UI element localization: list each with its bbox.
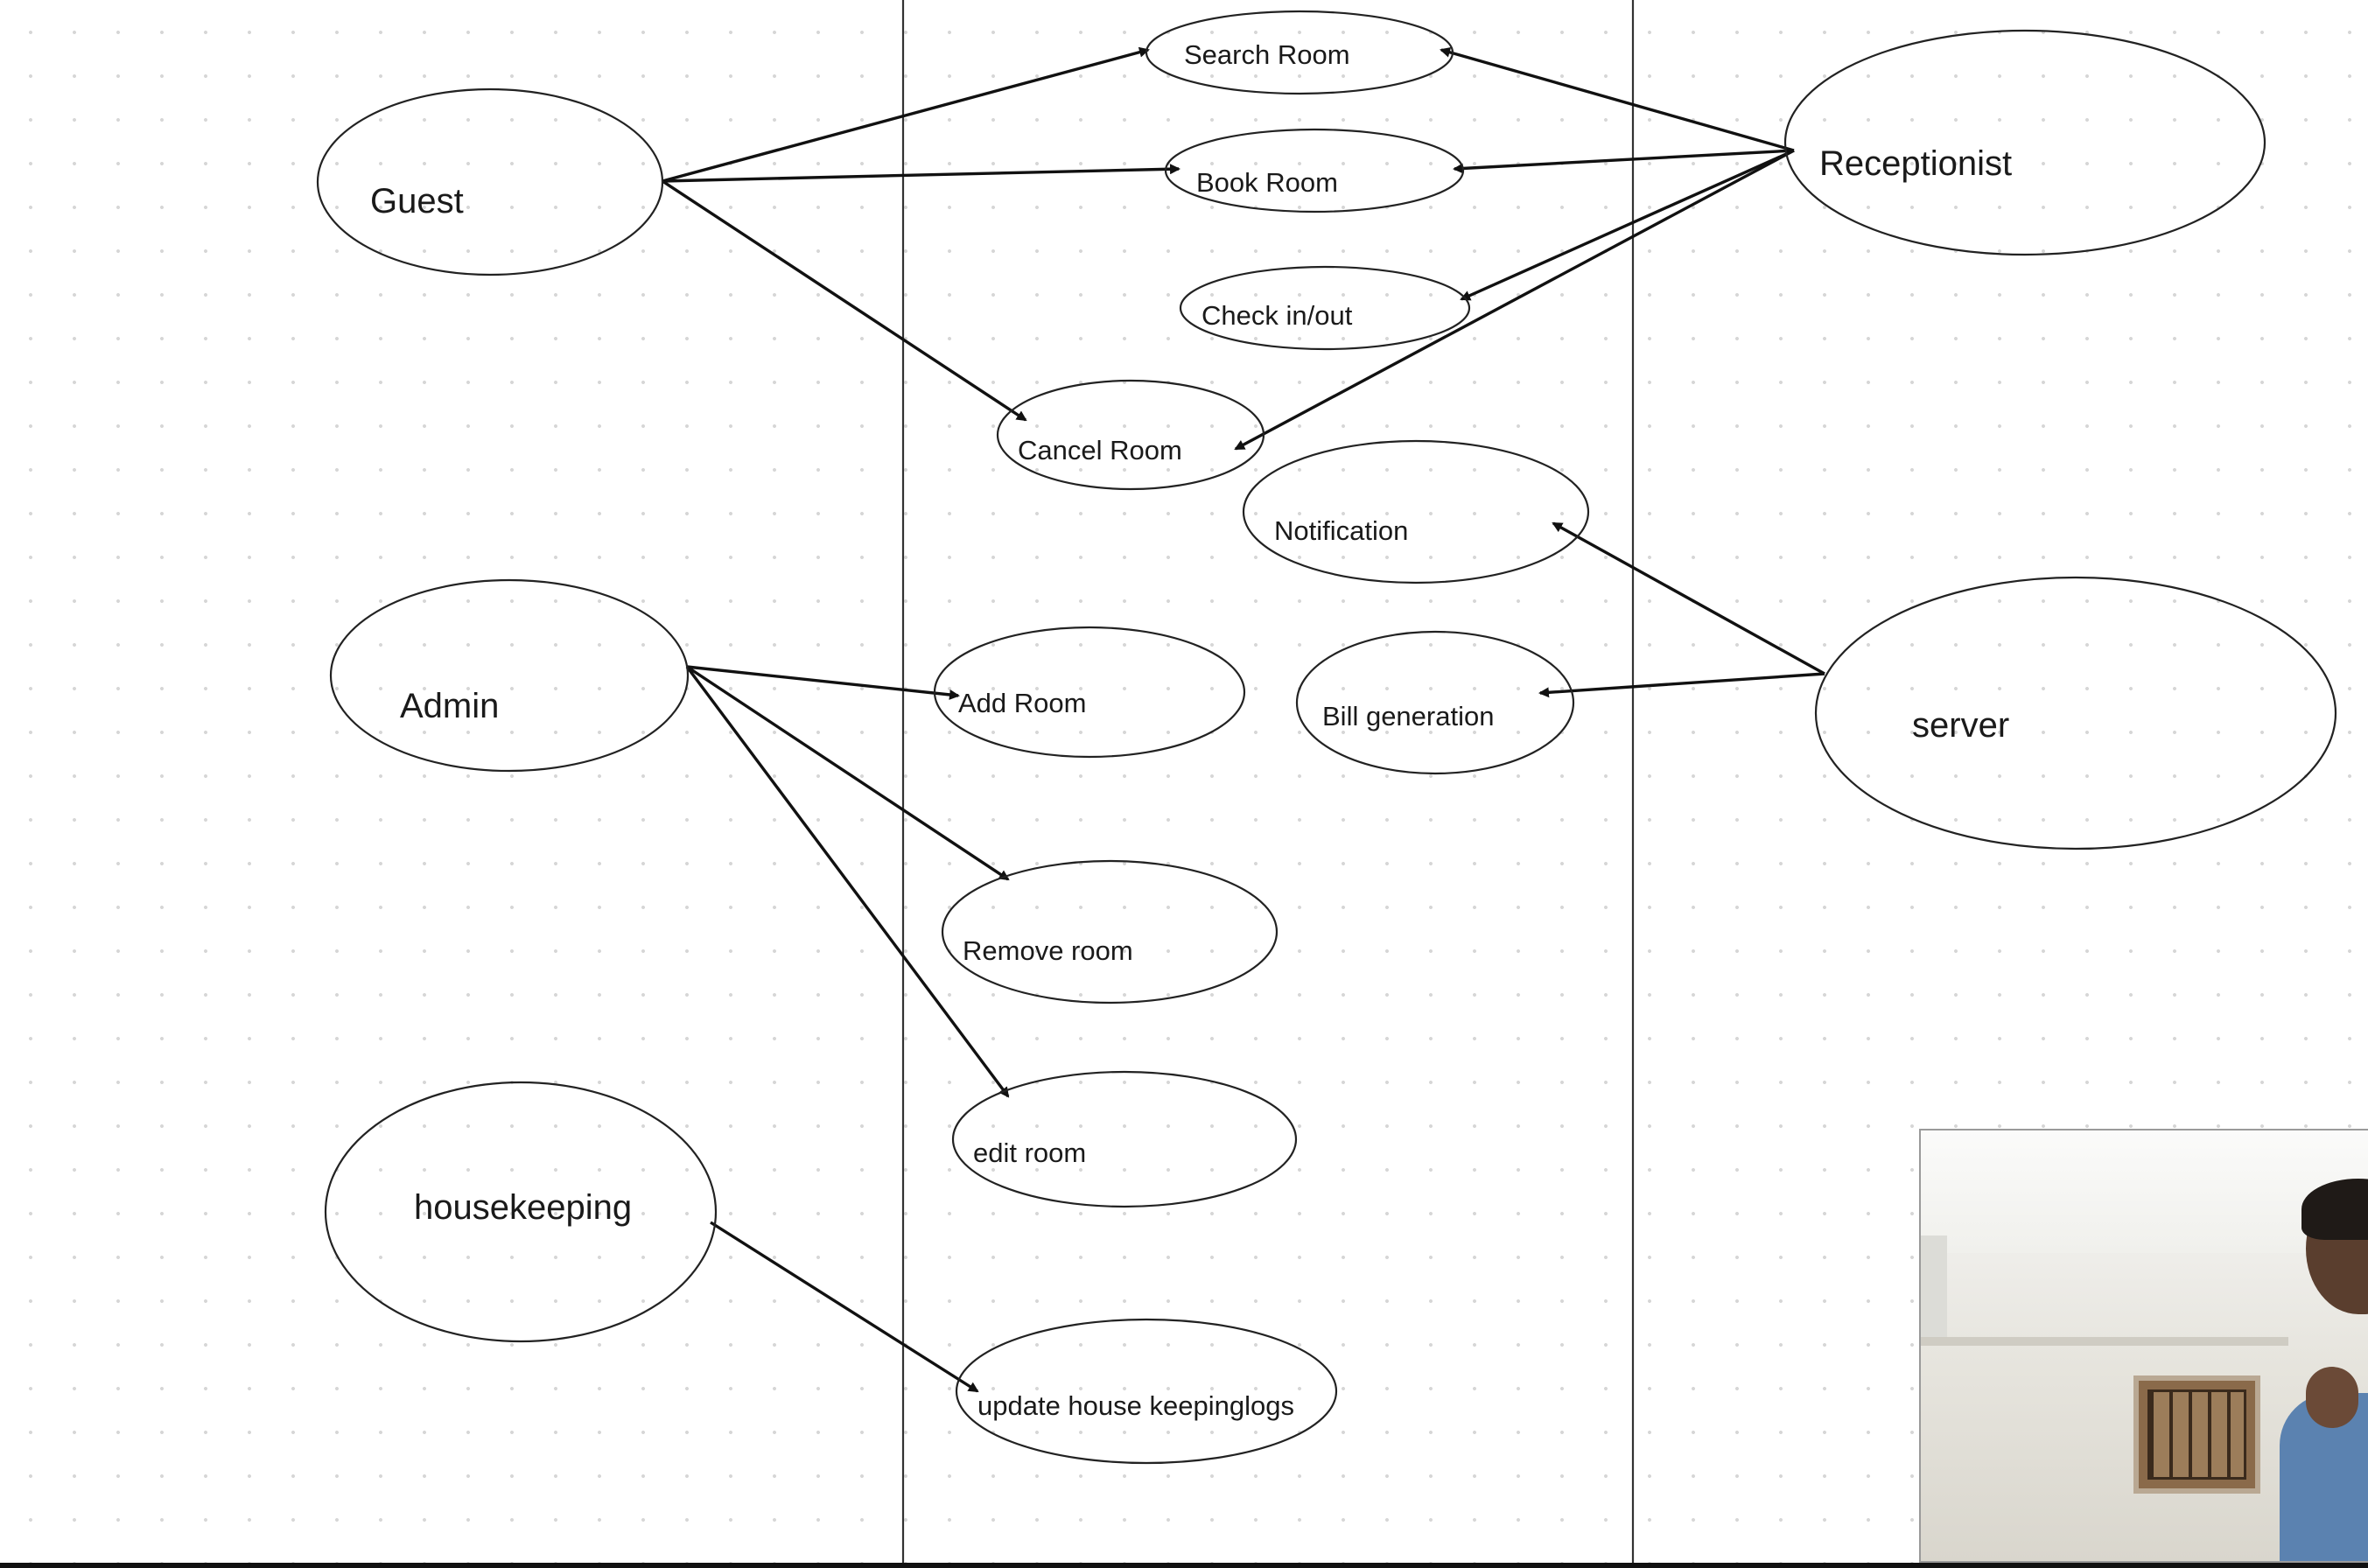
bottom-border bbox=[0, 1563, 2368, 1568]
actor-admin[interactable]: Admin bbox=[329, 578, 690, 773]
actor-housekeeping-label: housekeeping bbox=[414, 1188, 632, 1227]
actor-server[interactable]: server bbox=[1814, 576, 2337, 850]
use-case-add-room-label: Add Room bbox=[958, 688, 1086, 718]
edge-housekeeping-update-logs bbox=[710, 1221, 979, 1393]
edge-server-notification bbox=[1552, 522, 1825, 676]
use-case-edit-room-label: edit room bbox=[973, 1138, 1086, 1168]
actor-receptionist-label: Receptionist bbox=[1819, 144, 2012, 183]
use-case-search-room[interactable]: Search Room bbox=[1145, 10, 1454, 95]
actor-server-label: server bbox=[1912, 706, 2009, 745]
use-case-notification-label: Notification bbox=[1274, 515, 1408, 546]
edge-admin-remove-room bbox=[686, 665, 1010, 881]
use-case-check-in-out[interactable]: Check in/out bbox=[1179, 265, 1471, 351]
use-case-check-in-out-label: Check in/out bbox=[1202, 300, 1353, 331]
edge-guest-search-room bbox=[662, 46, 1150, 183]
use-case-search-room-label: Search Room bbox=[1184, 39, 1350, 70]
use-case-update-housekeeping-logs-label: update house keepinglogs bbox=[977, 1390, 1294, 1421]
edge-receptionist-cancel-room bbox=[1234, 149, 1795, 451]
webcam-person bbox=[2280, 1179, 2368, 1561]
edge-guest-book-room bbox=[662, 164, 1180, 183]
webcam-wall-edge bbox=[1921, 1337, 2288, 1346]
edge-server-bill-generation bbox=[1538, 672, 1825, 698]
edge-admin-add-room bbox=[686, 665, 960, 700]
edge-receptionist-search-room bbox=[1440, 46, 1795, 152]
use-case-notification[interactable]: Notification bbox=[1242, 439, 1590, 584]
use-case-cancel-room[interactable]: Cancel Room bbox=[996, 379, 1265, 491]
use-case-add-room[interactable]: Add Room bbox=[933, 626, 1246, 759]
actor-guest-label: Guest bbox=[370, 182, 464, 220]
use-case-edit-room[interactable]: edit room bbox=[951, 1070, 1298, 1208]
webcam-wall bbox=[1921, 1236, 1947, 1340]
use-case-cancel-room-label: Cancel Room bbox=[1018, 435, 1182, 466]
use-case-bill-generation[interactable]: Bill generation bbox=[1295, 630, 1575, 775]
edge-receptionist-check-in-out bbox=[1460, 149, 1795, 301]
actor-housekeeping[interactable]: housekeeping bbox=[324, 1081, 718, 1343]
webcam-overlay bbox=[1919, 1129, 2368, 1563]
webcam-window bbox=[2133, 1376, 2260, 1494]
actor-admin-label: Admin bbox=[400, 687, 499, 725]
edge-guest-cancel-room bbox=[662, 179, 1027, 422]
actor-receptionist[interactable]: Receptionist bbox=[1783, 29, 2266, 256]
webcam-ceiling bbox=[1921, 1130, 2368, 1253]
use-case-book-room-label: Book Room bbox=[1196, 167, 1338, 198]
edge-admin-edit-room bbox=[685, 665, 1010, 1098]
use-case-remove-room-label: Remove room bbox=[963, 935, 1133, 966]
use-case-remove-room[interactable]: Remove room bbox=[941, 859, 1279, 1004]
edge-receptionist-book-room bbox=[1453, 149, 1795, 174]
actor-guest[interactable]: Guest bbox=[316, 88, 664, 276]
use-case-bill-generation-label: Bill generation bbox=[1322, 701, 1494, 732]
use-case-book-room[interactable]: Book Room bbox=[1164, 128, 1465, 214]
use-case-update-housekeeping-logs[interactable]: update house keepinglogs bbox=[955, 1318, 1338, 1465]
associations bbox=[662, 46, 1825, 1393]
